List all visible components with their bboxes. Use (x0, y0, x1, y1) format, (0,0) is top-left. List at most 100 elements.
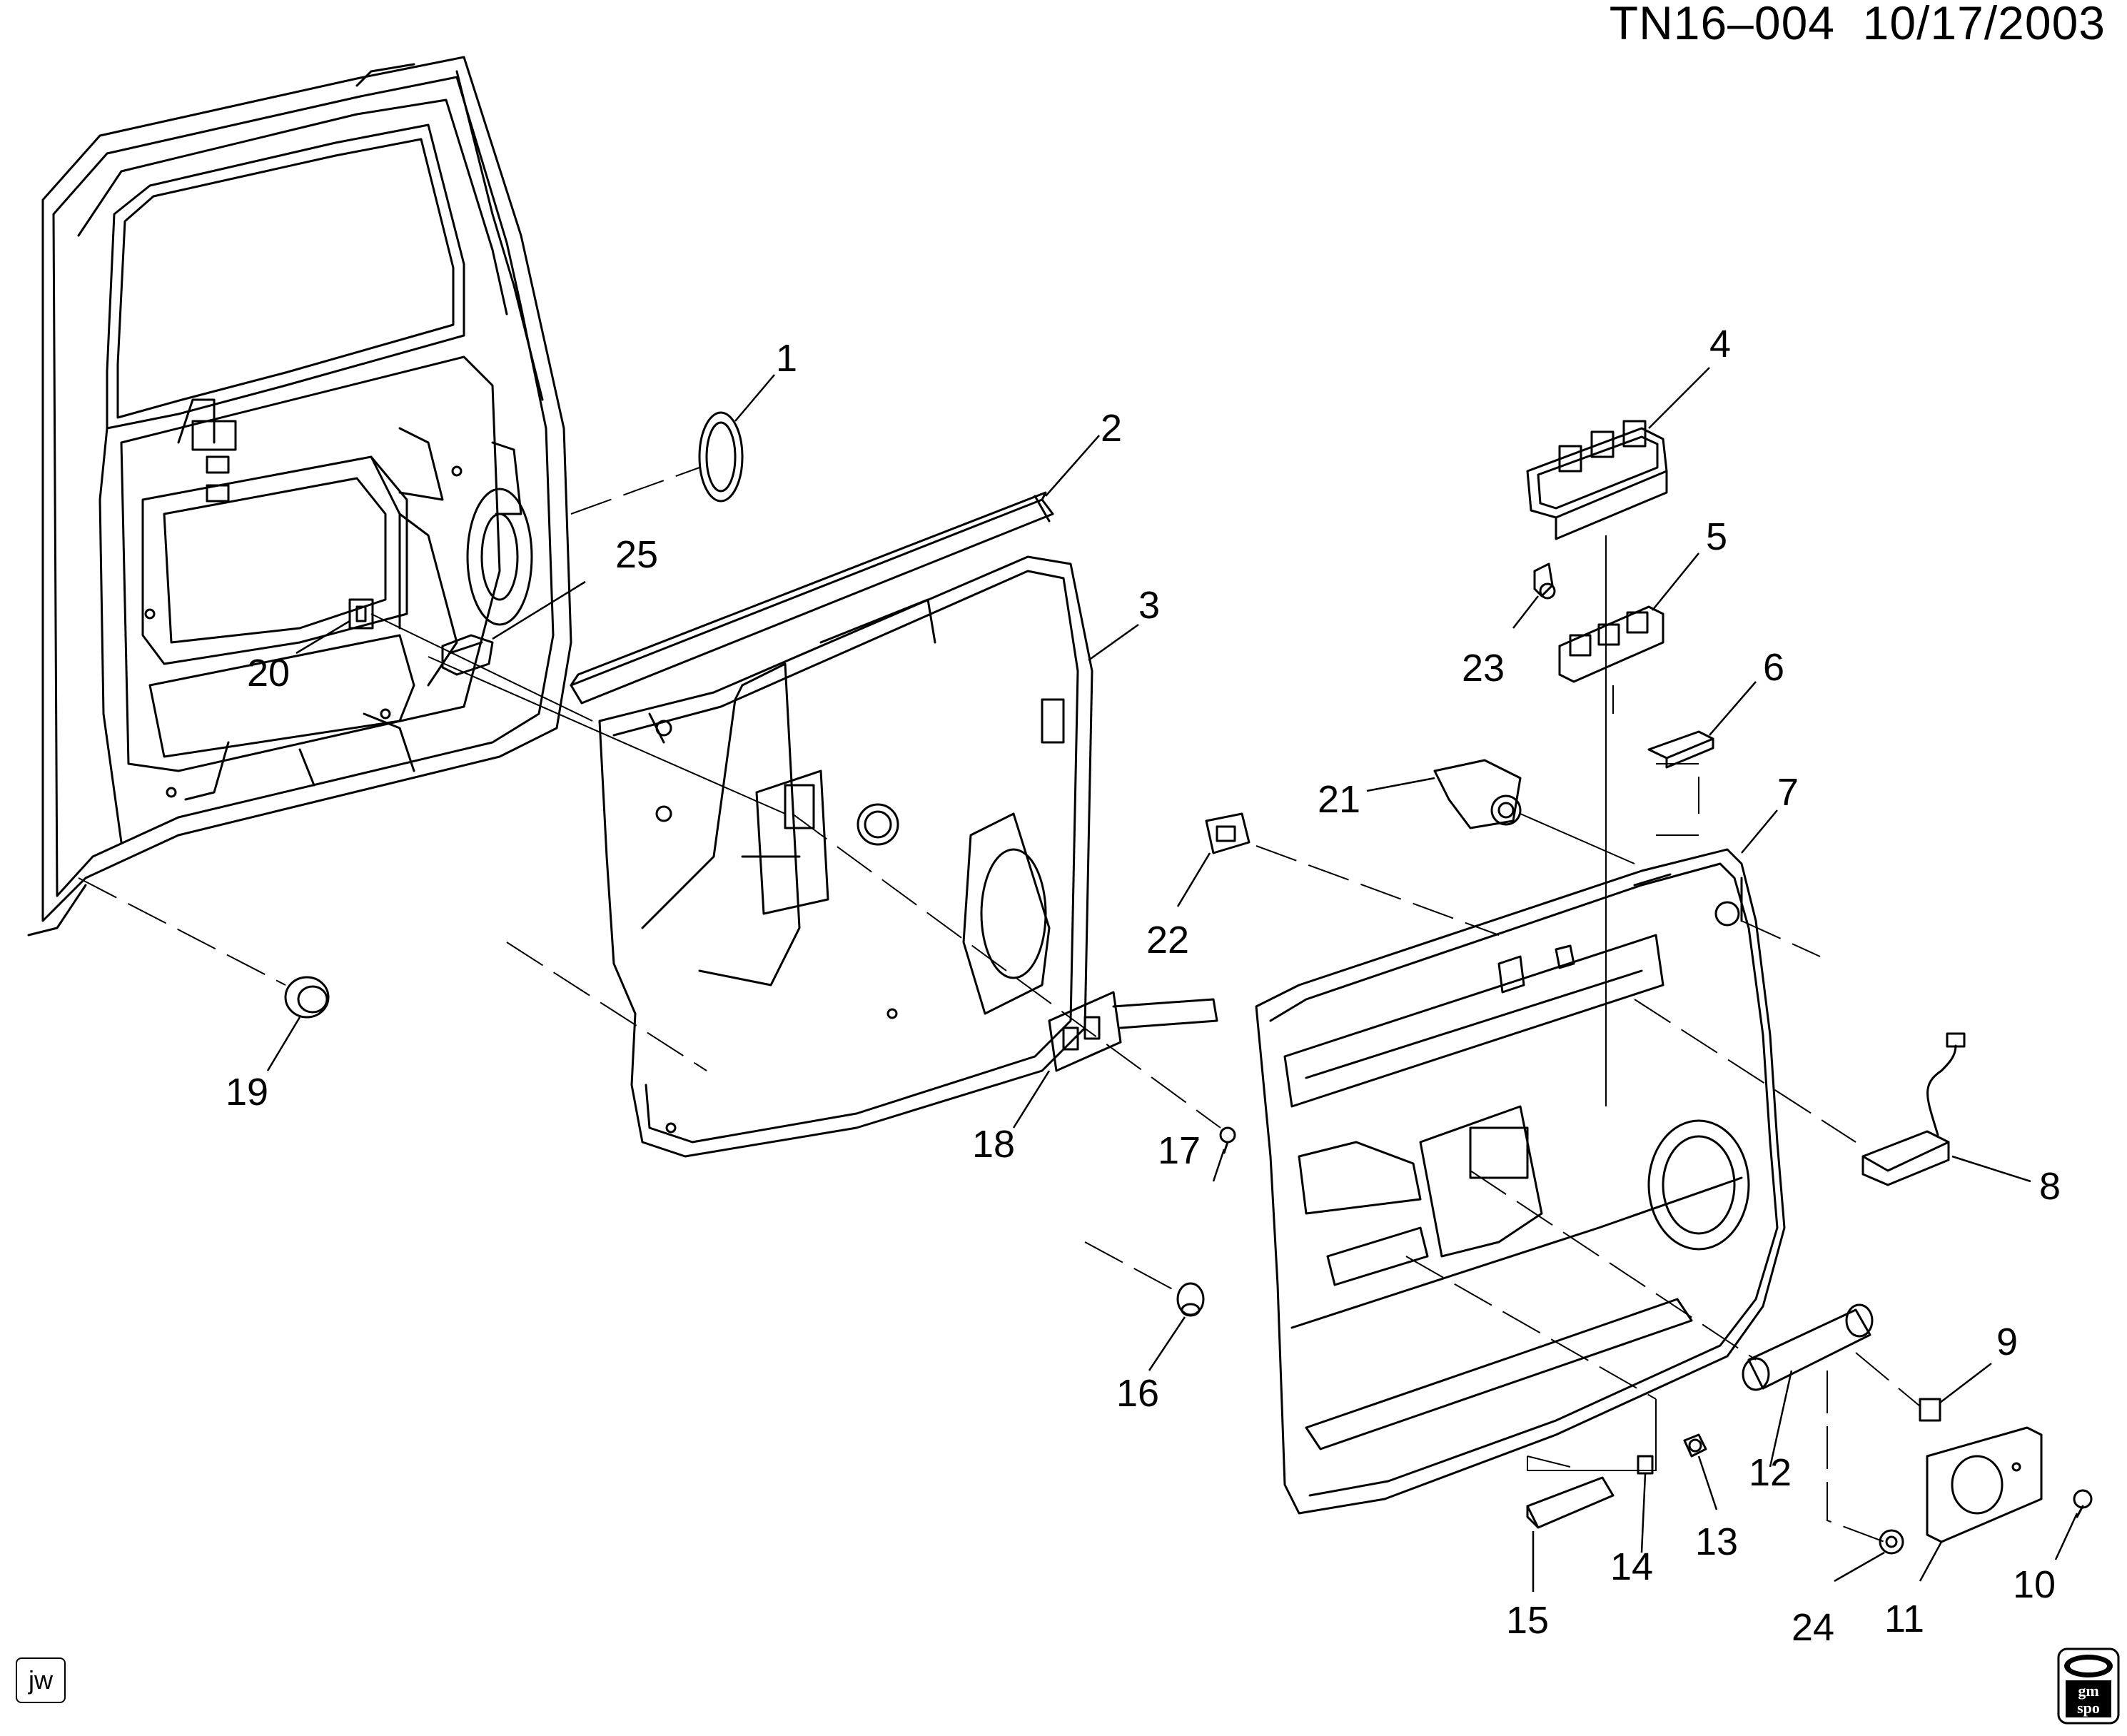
author-initials-box: jw (16, 1657, 66, 1703)
part-23-clip (1533, 562, 1556, 600)
callout-18: 18 (971, 1123, 1016, 1166)
leader-18 (1012, 1070, 1051, 1129)
part-9-clip (1919, 1398, 1941, 1422)
part-7-trim-panel (1255, 848, 1786, 1515)
leader-3 (1088, 623, 1139, 662)
callout-24: 24 (1791, 1606, 1835, 1649)
centerline-19 (78, 877, 286, 986)
callout-1: 1 (775, 337, 798, 380)
leader-12 (1769, 1370, 1793, 1468)
gm-spo-logo: gm spo (2057, 1647, 2120, 1725)
part-1-seal (698, 411, 744, 503)
callout-13: 13 (1694, 1520, 1739, 1563)
callout-25: 25 (615, 533, 659, 576)
author-initials: jw (29, 1665, 53, 1695)
part-6-switch (1647, 730, 1714, 769)
leader-22 (1176, 852, 1211, 907)
part-21-handle-bracket (1433, 759, 1522, 829)
callout-12: 12 (1748, 1451, 1792, 1494)
part-2-belt-strip (570, 491, 1054, 705)
part-12-pull-handle (1742, 1303, 1874, 1391)
leader-4 (1648, 367, 1710, 429)
illustration-id: TN16–004 10/17/2003 (1609, 0, 2106, 49)
callout-22: 22 (1146, 919, 1190, 962)
callout-15: 15 (1505, 1599, 1550, 1642)
leader-17 (1212, 1149, 1226, 1182)
callout-16: 16 (1116, 1372, 1160, 1415)
door-inner-frame (27, 56, 572, 937)
align-15-box (1527, 1399, 1657, 1471)
callout-5: 5 (1705, 515, 1728, 558)
svg-text:spo: spo (2077, 1699, 2100, 1717)
callout-8: 8 (2038, 1165, 2061, 1208)
leader-5 (1652, 552, 1699, 611)
centerline-7-right (1741, 920, 1821, 957)
part-14-clip (1637, 1455, 1654, 1475)
callout-19: 19 (225, 1071, 269, 1114)
part-22-clip (1205, 812, 1251, 854)
leader-16 (1148, 1316, 1186, 1371)
leader-24 (1834, 1551, 1885, 1583)
part-5-switch-module (1558, 605, 1664, 683)
leader-8 (1951, 1155, 2031, 1183)
part-11-cover-plate (1926, 1426, 2043, 1543)
leader-20 (295, 620, 350, 655)
part-24-bolt (1879, 1529, 1904, 1555)
leader-2 (1045, 435, 1100, 497)
align-20-to-3 (370, 613, 593, 722)
centerline-6 (1656, 763, 1699, 814)
align-14-15 (1527, 1455, 1571, 1468)
leader-1 (734, 374, 775, 422)
callout-10: 10 (2012, 1563, 2056, 1606)
centerline-3-to-7 (506, 942, 707, 1071)
leader-23 (1512, 595, 1539, 629)
align-21-to-7 (1520, 813, 1635, 864)
leader-14 (1640, 1473, 1647, 1553)
centerline-1 (570, 467, 700, 515)
centerline-16 (1084, 1241, 1178, 1293)
part-19-plug (284, 976, 330, 1019)
callout-14: 14 (1610, 1545, 1654, 1588)
part-13-fastener (1683, 1433, 1707, 1458)
part-10-screw (2073, 1489, 2093, 1518)
callout-21: 21 (1317, 778, 1361, 821)
centerline-22 (1256, 845, 1500, 936)
centerline-8 (1634, 999, 1856, 1143)
centerline-9 (1855, 1352, 1921, 1407)
part-15-trim-piece (1526, 1476, 1615, 1529)
callout-2: 2 (1100, 407, 1123, 450)
callout-3: 3 (1138, 584, 1161, 627)
centerline-15 (1405, 1256, 1657, 1400)
align-25 (428, 656, 786, 814)
callout-9: 9 (1996, 1321, 2019, 1363)
centerline-12 (1470, 1170, 1757, 1361)
callout-23: 23 (1461, 647, 1505, 690)
centerline-24 (1827, 1371, 1885, 1543)
leader-25 (492, 580, 586, 640)
leader-13 (1697, 1455, 1718, 1510)
callout-7: 7 (1777, 771, 1799, 814)
callout-4: 4 (1709, 323, 1732, 365)
svg-text:gm: gm (2078, 1682, 2098, 1700)
part-25-bracket (441, 634, 494, 676)
callout-6: 6 (1762, 646, 1785, 689)
leader-7 (1741, 809, 1778, 854)
callout-17: 17 (1157, 1129, 1201, 1172)
leader-21 (1366, 777, 1435, 792)
part-3-panel-liner (598, 555, 1093, 1158)
centerline-17 (792, 813, 1221, 1129)
leader-9 (1939, 1363, 1992, 1403)
leader-11 (1919, 1541, 1943, 1582)
callout-20: 20 (246, 652, 290, 695)
leader-6 (1709, 681, 1757, 736)
callout-11: 11 (1884, 1598, 1925, 1640)
part-4-switch-bezel (1526, 420, 1668, 540)
part-16-push-pin (1176, 1282, 1205, 1317)
leader-19 (266, 1016, 301, 1071)
part-8-switch-harness (1861, 1032, 1966, 1186)
leader-10 (2054, 1513, 2078, 1560)
part-17-push-pin (1219, 1126, 1236, 1154)
part-18-lock-rod-bracket (1048, 991, 1218, 1072)
